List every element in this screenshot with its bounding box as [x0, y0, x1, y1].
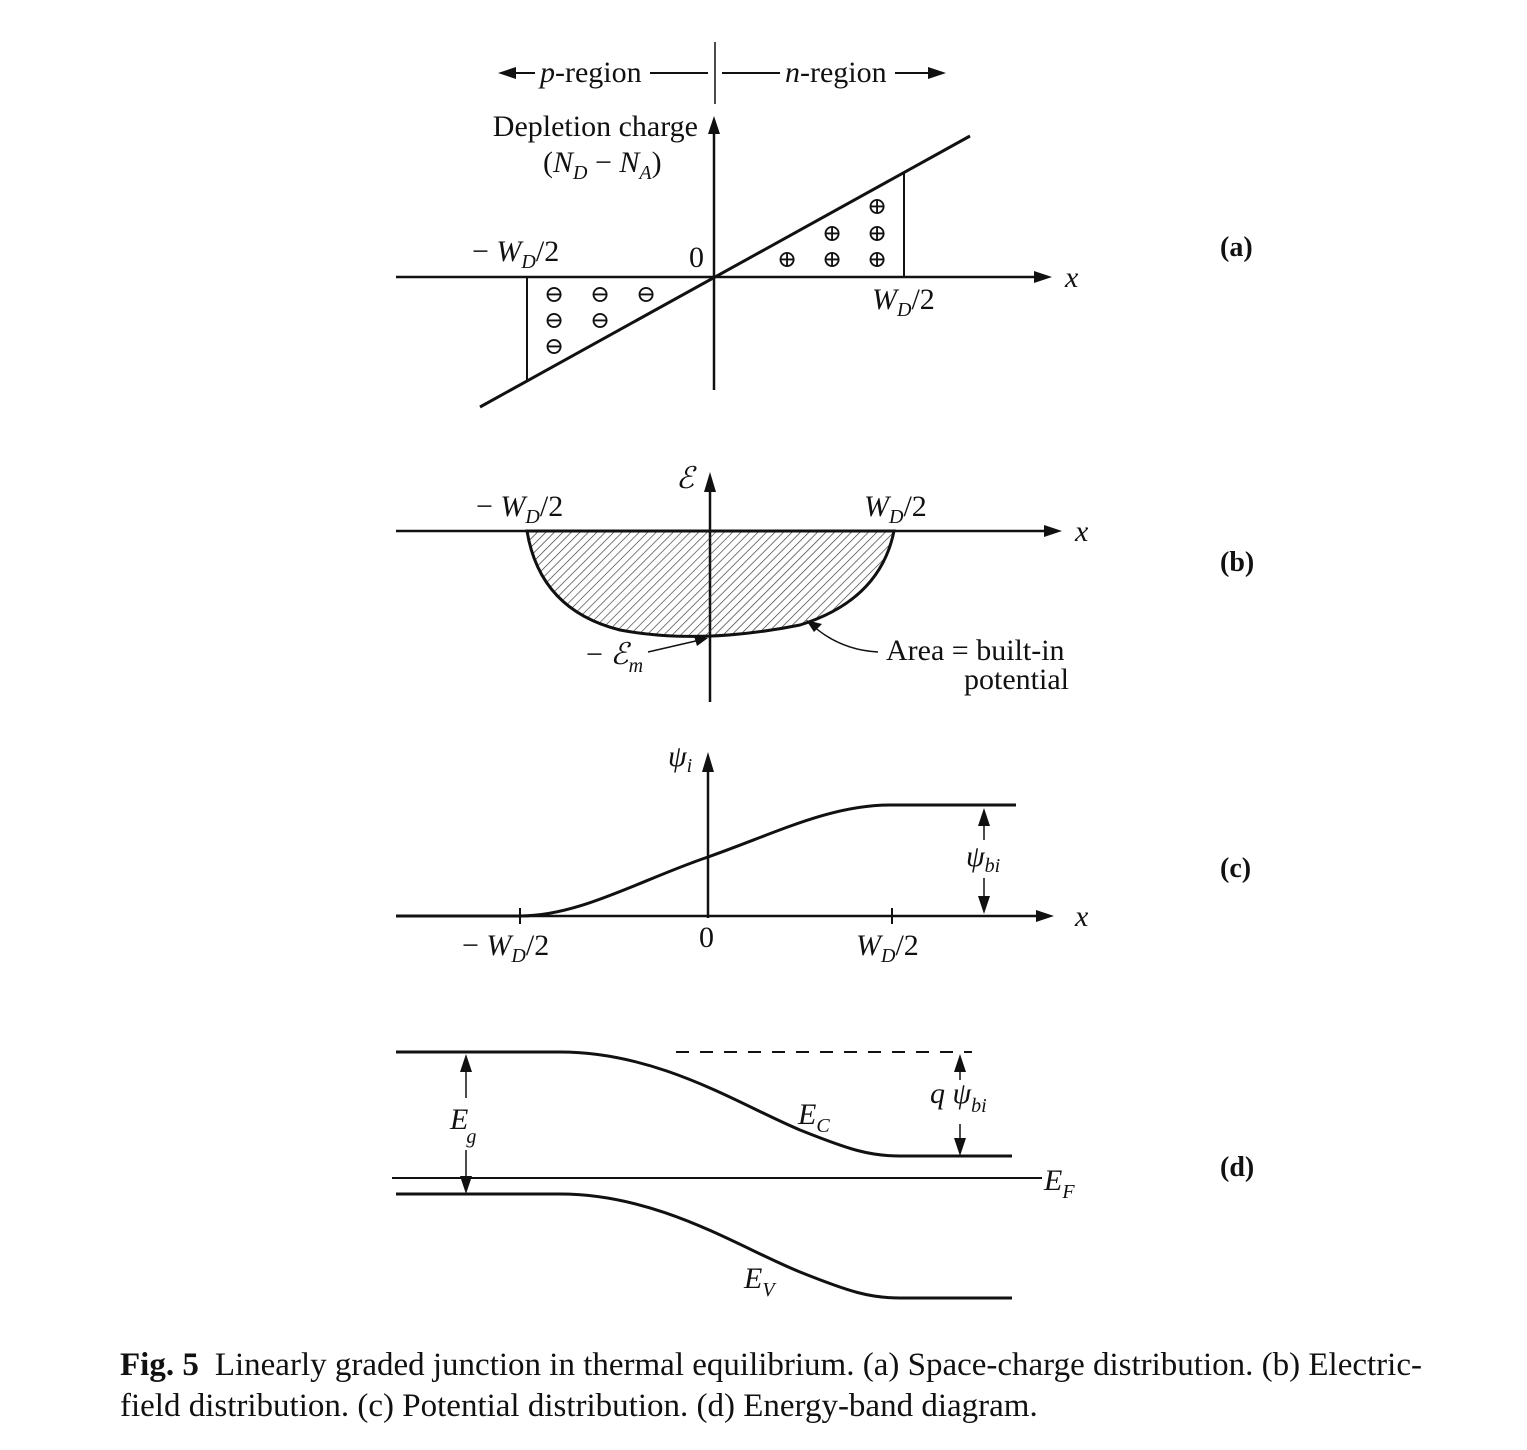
area-label-line1: Area = built-in: [886, 634, 1065, 667]
negative-charge: ⊖: [590, 308, 610, 334]
figure-linearly-graded-junction: p-region n-region Depletion charge (ND −…: [392, 42, 1254, 1301]
negative-charge: ⊖: [636, 282, 656, 308]
panel-d-label: (d): [1220, 1152, 1254, 1183]
p-region-label: p-region: [538, 56, 642, 89]
panel-c-label: (c): [1220, 853, 1251, 884]
ef-label: EF: [1043, 1164, 1075, 1203]
field-area-hatched: [525, 529, 896, 638]
max-field-label: − ℰm: [586, 638, 643, 677]
panel-c-potential: ψi x − WD/2 0 WD/2 ψbi (c): [396, 740, 1251, 967]
n-region-arrowhead: [928, 67, 946, 79]
positive-charge: ⊕: [867, 221, 887, 247]
negative-charge: ⊖: [544, 282, 564, 308]
pos-wd-label: WD/2: [872, 283, 935, 321]
negative-charge: ⊖: [544, 308, 564, 334]
potential-curve: [396, 803, 1016, 918]
positive-charge: ⊕: [822, 247, 842, 273]
positive-charge: ⊕: [777, 247, 797, 273]
ev-label: EV: [743, 1262, 777, 1301]
field-neg-wd-label: − WD/2: [476, 490, 563, 528]
positive-charge: ⊕: [867, 247, 887, 273]
field-y-label: ℰ: [676, 462, 697, 495]
potential-x-label: x: [1074, 900, 1089, 933]
p-region-arrowhead: [498, 67, 516, 79]
q-psi-bi-label: q ψbi: [930, 1077, 987, 1117]
negative-charges: ⊖ ⊖ ⊖ ⊖ ⊖ ⊖: [544, 282, 656, 360]
panel-b-label: (b): [1220, 547, 1254, 578]
origin-label: 0: [689, 241, 704, 274]
panel-a-label: (a): [1220, 232, 1253, 263]
positive-charge: ⊕: [822, 221, 842, 247]
area-label-line2: potential: [964, 663, 1069, 696]
x-axis-label: x: [1064, 261, 1079, 294]
caption-text: Linearly graded junction in thermal equi…: [120, 1347, 1422, 1424]
conduction-band-edge: [396, 1050, 1012, 1158]
ec-label: EC: [797, 1098, 830, 1137]
charge-expression: (ND − NA): [543, 146, 662, 184]
negative-charge: ⊖: [590, 282, 610, 308]
caption-figure-number: Fig. 5: [120, 1347, 199, 1383]
depletion-charge-label: Depletion charge: [493, 110, 698, 143]
panel-b-electric-field: ℰ x − WD/2 WD/2 − ℰm Area = built-in pot…: [396, 462, 1254, 702]
potential-neg-wd-label: − WD/2: [462, 929, 549, 967]
negative-charge: ⊖: [544, 334, 564, 360]
psi-bi-label: ψbi: [966, 840, 1000, 877]
area-leader: [811, 624, 879, 653]
field-pos-wd-label: WD/2: [864, 490, 927, 528]
potential-pos-wd-label: WD/2: [856, 929, 919, 967]
potential-origin-label: 0: [699, 921, 714, 954]
neg-wd-label: − WD/2: [472, 235, 559, 273]
valence-band-edge: [396, 1192, 1012, 1300]
n-region-label: n-region: [785, 56, 887, 89]
positive-charges: ⊕ ⊕ ⊕ ⊕ ⊕ ⊕: [777, 194, 887, 273]
panel-a-space-charge: p-region n-region Depletion charge (ND −…: [396, 42, 1253, 409]
positive-charge: ⊕: [867, 194, 887, 220]
charge-gradient-line: [479, 134, 971, 409]
field-x-label: x: [1074, 515, 1089, 548]
potential-y-label: ψi: [668, 740, 692, 777]
